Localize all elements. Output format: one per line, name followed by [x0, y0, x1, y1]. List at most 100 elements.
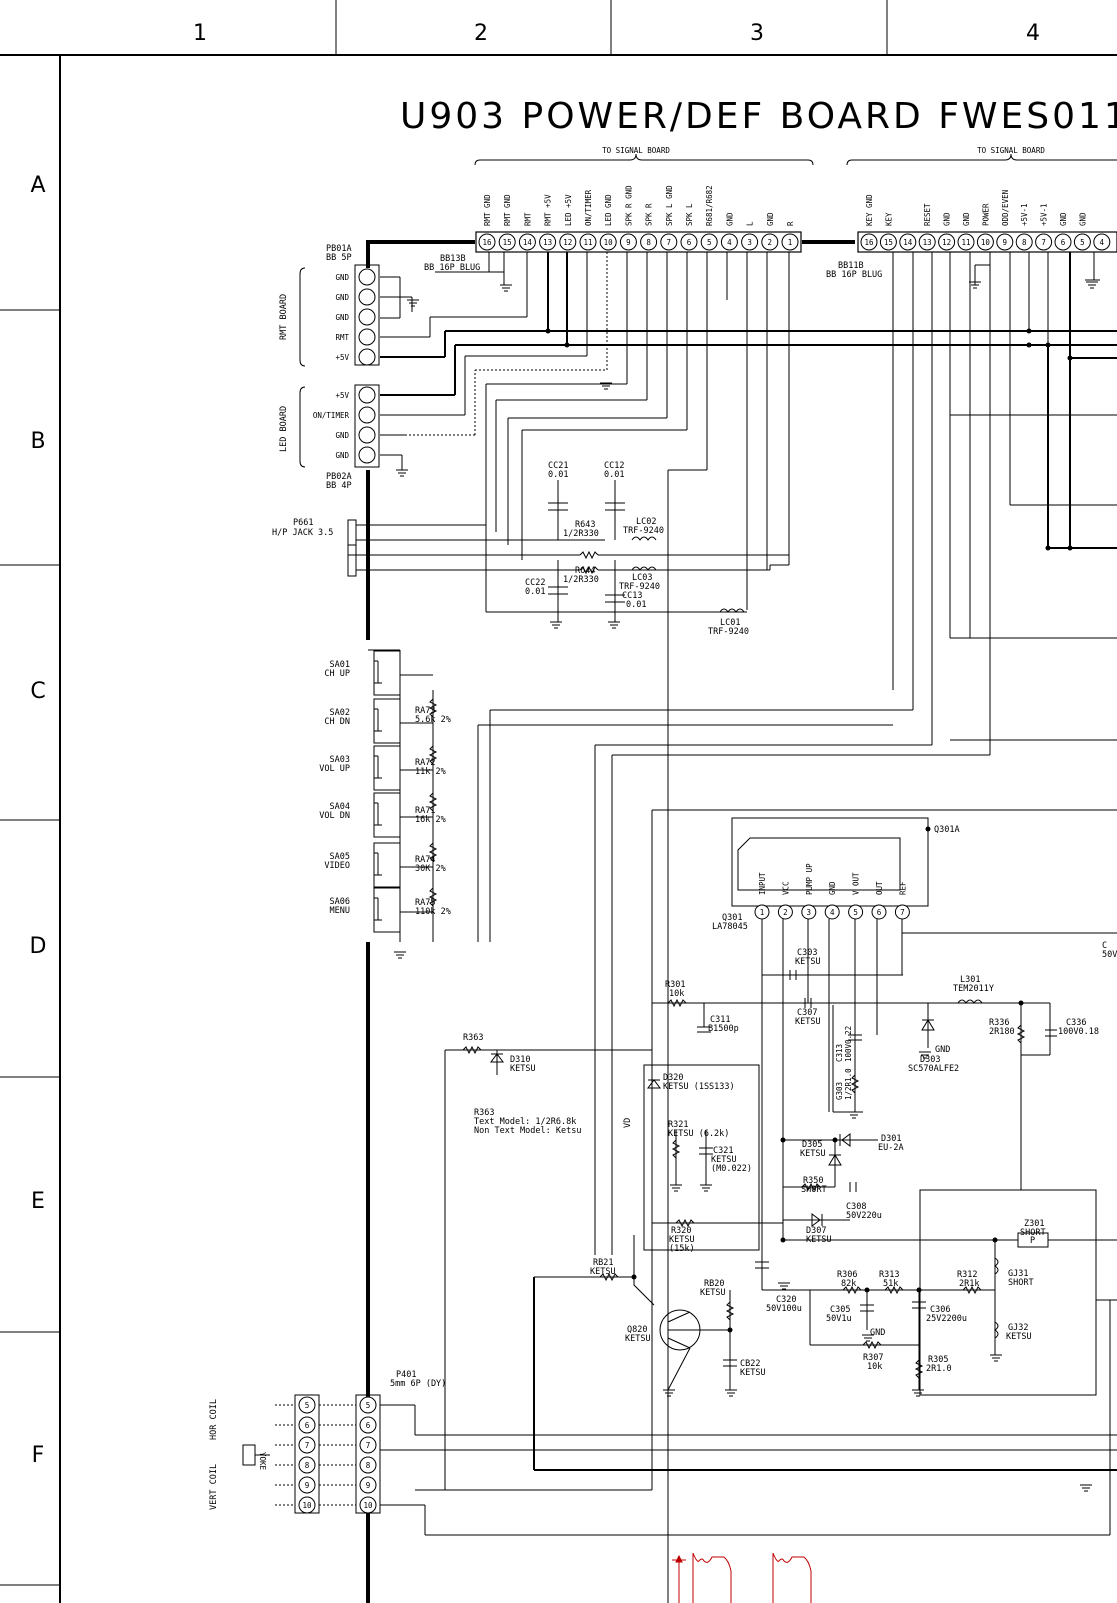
cc21-val: 0.01	[548, 470, 568, 480]
r301-val: 10k	[669, 989, 684, 999]
c320-ref: C320	[776, 1295, 796, 1305]
gj32-ref: GJ32	[1008, 1323, 1028, 1333]
bb13b-pin-11-number: 11	[583, 238, 592, 247]
cc12-val: 0.01	[604, 470, 624, 480]
pb01a-pin-2: GND	[335, 288, 376, 306]
switch-ref-2: SA02	[330, 708, 350, 718]
p401-plug-pin-8: 8	[298, 1456, 316, 1474]
g303-val: 1/2R1.0	[844, 1068, 853, 1100]
pb01a-pin-3: GND	[335, 308, 376, 326]
q301-pin-name-2: VCC	[781, 881, 790, 895]
switch-func-6: MENU	[330, 906, 350, 916]
d303-val: SC570ALFE2	[908, 1064, 959, 1074]
vert-coil-label: VERT COIL	[209, 1464, 219, 1510]
p401-plug-pin-5: 5	[298, 1396, 316, 1414]
bb13b-pin-9: 9	[619, 233, 637, 251]
q301-pin-6-number: 6	[877, 908, 882, 917]
row-zone-a: A	[30, 173, 45, 198]
z301-ref: Z301	[1024, 1219, 1044, 1229]
ra75-val: 110k 2%	[415, 907, 451, 917]
q301-pin-name-3: PUMP UP	[805, 863, 814, 895]
bb13b-signal-5: R681/R682	[705, 185, 714, 226]
bb11b-signal-8: +5V-1	[1020, 203, 1029, 226]
r313-ref: R313	[879, 1270, 899, 1280]
bb13b-signal-4: GND	[725, 212, 734, 226]
p401-socket-pin-7-number: 7	[366, 1441, 371, 1450]
p401-plug-pin-9: 9	[298, 1476, 316, 1494]
q301-pin-3: 3	[801, 904, 817, 920]
cc21-ref: CC21	[548, 461, 568, 471]
q301-part: LA78045	[712, 922, 748, 932]
r313-val: 51k	[883, 1279, 898, 1289]
ground-symbols	[394, 281, 1098, 1492]
p401-socket-pin-5: 5	[359, 1396, 377, 1414]
gj32-val: KETSU	[1006, 1332, 1032, 1342]
lc01-ref: LC01	[720, 618, 740, 628]
bb13b-pin-2: 2	[761, 233, 779, 251]
bb13b-pin-3: 3	[741, 233, 759, 251]
q301-pin-name-6: OUT	[875, 881, 884, 895]
bb11b-pin-6: 6	[1054, 233, 1072, 251]
row-zone-c: C	[30, 679, 45, 704]
bb11b-pin-5: 5	[1073, 233, 1091, 251]
deflection-yoke: HOR COIL VERT COIL YOKE	[209, 1399, 270, 1510]
pb02a-signal-4: GND	[335, 451, 349, 460]
r305-val: 2R1.0	[926, 1364, 952, 1374]
g303-ref: G303	[835, 1082, 844, 1100]
q301-pin-name-1: INPUT	[758, 872, 767, 895]
row-zone-b: B	[30, 429, 45, 454]
pb02a-sub: BB 4P	[326, 481, 352, 491]
rb20-val: KETSU	[700, 1288, 726, 1298]
bb11b-pin-8-number: 8	[1022, 238, 1027, 247]
bb11b-pin-4-number: 4	[1100, 238, 1105, 247]
bb13b-signal-6: SPK L	[685, 203, 694, 226]
bb13b-sub: BB 16P BLUG	[424, 263, 480, 273]
r363-note-2: Text Model: 1/2R6.8k	[474, 1117, 576, 1127]
r643-ref: R643	[575, 520, 595, 530]
p401-socket-pin-9: 9	[359, 1476, 377, 1494]
bb13b-pin-9-number: 9	[626, 238, 631, 247]
bb11b-pin-5-number: 5	[1080, 238, 1085, 247]
gj31-val: SHORT	[1008, 1278, 1034, 1288]
lc01-val: TRF-9240	[708, 627, 749, 637]
cc13-val: 0.01	[626, 600, 646, 610]
q301-pin-5-number: 5	[853, 908, 858, 917]
p401-sub: 5mm 6P (DY)	[390, 1379, 446, 1389]
bb13b-pin-3-number: 3	[747, 238, 752, 247]
bb13b-signal-1: R	[786, 221, 795, 226]
p401-plug-pin-5-number: 5	[305, 1401, 310, 1410]
p401-socket-pin-7: 7	[359, 1436, 377, 1454]
bb11b-pin-7-number: 7	[1041, 238, 1046, 247]
c313-val: 100V0.22	[844, 1026, 853, 1062]
p401-plug-pin-7: 7	[298, 1436, 316, 1454]
col-zone-2: 2	[474, 21, 488, 46]
r350-val: SHORT	[801, 1185, 827, 1195]
r321-ref: R321	[668, 1120, 688, 1130]
p401-socket-pin-8: 8	[359, 1456, 377, 1474]
lc03-val: TRF-9240	[619, 582, 660, 592]
pb01a-sub: BB 5P	[326, 253, 352, 263]
d307-ref: D307	[806, 1226, 826, 1236]
pb02a-signal-2: ON/TIMER	[313, 411, 350, 420]
p401-ref: P401	[396, 1370, 416, 1380]
z301-p: P	[1030, 1236, 1035, 1246]
row-zone-f: F	[32, 1443, 45, 1468]
ra75-ref: RA75	[415, 898, 435, 908]
bb11b-pin-14: 14	[899, 233, 917, 251]
bb11b-signal-16: KEY GND	[865, 194, 874, 226]
r644-val: 1/2R330	[563, 575, 599, 585]
bb13b-pin-1: 1	[781, 233, 799, 251]
bb11b-pin-11: 11	[957, 233, 975, 251]
waveform-vd	[672, 1552, 812, 1603]
bb11b-pin-11-number: 11	[961, 238, 970, 247]
c313-ref: C313	[835, 1044, 844, 1062]
l301-val: TEM2011Y	[953, 984, 994, 994]
col-zone-1: 1	[193, 21, 207, 46]
bb13b-pin-16: 16	[478, 233, 496, 251]
